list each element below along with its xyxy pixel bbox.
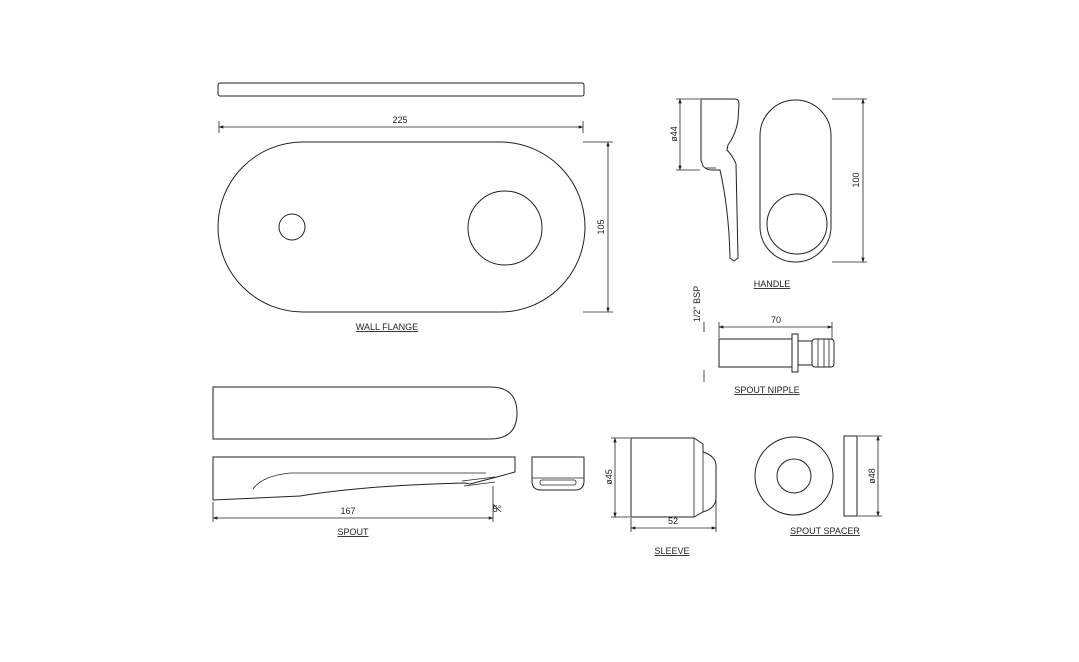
nipple-hex	[791, 333, 799, 373]
wall-flange-group: 225 105 WALL FLANGE	[217, 82, 613, 332]
nipple-thread-label: 1/2" BSP	[692, 286, 702, 322]
spout-aerator-line-2	[463, 481, 496, 487]
spout-spacer-group: ø48 SPOUT SPACER	[754, 435, 882, 536]
handle-group: ø44 100 HANDLE	[669, 98, 867, 289]
spacer-inner-circle	[776, 458, 812, 494]
nipple-length-label: 70	[771, 315, 781, 325]
handle-title: HANDLE	[754, 279, 791, 289]
spout-group: 167 5° SPOUT	[212, 386, 585, 537]
sleeve-title: SLEEVE	[654, 546, 689, 556]
spacer-side-view	[843, 435, 858, 517]
handle-front-view	[759, 99, 832, 263]
flange-height-label: 105	[596, 219, 606, 234]
wall-flange-side-view	[217, 82, 585, 97]
spout-top-view	[212, 386, 518, 440]
spout-title: SPOUT	[337, 527, 369, 537]
spout-nipple-group: 1/2" BSP 70 SPOUT NIPPLE	[692, 286, 835, 395]
spout-end-view	[531, 456, 585, 491]
spout-end-aerator	[539, 479, 577, 486]
flange-width-label: 225	[392, 115, 407, 125]
flange-large-hole	[467, 190, 543, 266]
nipple-thread	[811, 338, 835, 368]
spout-side-curve	[252, 472, 486, 490]
sleeve-body	[630, 437, 717, 518]
spout-angle-line	[492, 503, 502, 513]
sleeve-group: ø45 52 SLEEVE	[604, 437, 717, 556]
spacer-dia-label: ø48	[867, 468, 877, 484]
spout-aerator-line	[461, 476, 496, 482]
spout-spacer-title: SPOUT SPACER	[790, 526, 860, 536]
spacer-outer-circle	[754, 436, 834, 516]
wall-flange-title: WALL FLANGE	[356, 322, 418, 332]
handle-side-view	[700, 98, 740, 262]
sleeve-dia-label: ø45	[604, 469, 614, 485]
spout-side-view	[212, 456, 516, 501]
flange-small-hole	[278, 213, 306, 241]
nipple-body	[718, 338, 793, 368]
spout-length-label: 167	[340, 506, 355, 516]
nipple-neck	[797, 340, 813, 366]
spout-angle-label: 5°	[493, 504, 502, 514]
handle-front-disc	[766, 193, 828, 255]
handle-height-label: 100	[851, 172, 861, 187]
sleeve-length-label: 52	[668, 516, 678, 526]
spout-nipple-title: SPOUT NIPPLE	[734, 385, 799, 395]
handle-dia-label: ø44	[669, 126, 679, 142]
wall-flange-front-view	[217, 141, 586, 313]
